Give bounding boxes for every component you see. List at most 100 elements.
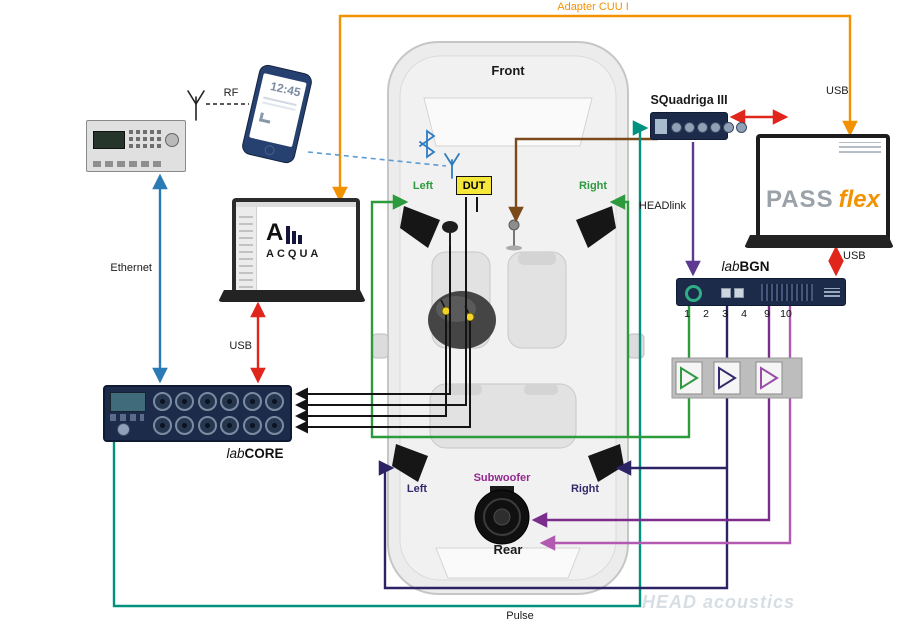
labbgn-device — [676, 278, 846, 306]
xlr-connector — [152, 415, 172, 435]
passenger-seat — [507, 251, 567, 349]
headrest — [518, 252, 556, 265]
rear-left-speaker-label: Left — [406, 483, 428, 495]
xlr-connector — [220, 392, 240, 412]
channel-2-label: 2 — [703, 308, 709, 320]
labbgn-label: labBGN — [703, 259, 788, 274]
tester-keys — [129, 130, 163, 134]
amp-sub-icon — [760, 366, 779, 390]
acqua-logo: A ACQUA — [266, 219, 322, 261]
acqua-laptop-screen: A ACQUA — [232, 198, 360, 296]
labbgn-ports — [721, 288, 744, 298]
measurement-mic-icon — [506, 219, 522, 251]
acqua-laptop-base — [218, 290, 366, 302]
artificial-mouth-icon — [442, 221, 458, 246]
rf-label: RF — [223, 87, 239, 99]
xlr-connector — [265, 392, 285, 412]
front-right-speaker-label: Right — [578, 180, 608, 192]
wire-rear-left-speaker — [378, 393, 729, 590]
adapter-cuu-label: Adapter CUU I — [557, 1, 629, 13]
rear-right-speaker-label: Right — [570, 483, 600, 495]
squadriga-knobs — [671, 122, 747, 133]
subwoofer-speaker — [474, 486, 530, 545]
channel-4-label: 4 — [741, 308, 747, 320]
usb-label-squadriga: USB — [826, 85, 849, 97]
cable-headmic1-labcore — [295, 315, 447, 423]
wire-subwoofer — [531, 393, 771, 528]
mic-left-icon — [441, 306, 451, 316]
ethernet-label: Ethernet — [110, 262, 152, 274]
mic-cables — [295, 197, 478, 434]
pass-menubar — [839, 142, 881, 153]
channel-1-label: 1 — [684, 308, 690, 320]
front-right-speaker — [576, 206, 616, 248]
xlr-connector — [197, 415, 217, 435]
wire-front-left-speaker — [370, 194, 691, 439]
labbgn-label-plate — [824, 288, 840, 297]
front-label: Front — [491, 63, 525, 78]
labbgn-label-name: BGN — [739, 259, 770, 274]
squadriga-device — [650, 112, 747, 140]
amp-front-icon — [680, 366, 699, 390]
dut-box: DUT — [456, 176, 492, 195]
xlr-connector — [175, 415, 195, 435]
wire-front-right-speaker — [609, 194, 630, 437]
channel-3-label: 3 — [722, 308, 728, 320]
rear-label: Rear — [493, 542, 523, 557]
labbgn-logo-icon — [685, 285, 702, 302]
acqua-logo-bars — [286, 226, 304, 244]
acqua-logo-a: A — [266, 219, 284, 246]
labcore-knob — [117, 423, 130, 436]
acqua-laptop: A ACQUA — [218, 196, 366, 302]
amp-rear-icon — [718, 366, 737, 390]
acqua-toolbar — [236, 202, 356, 207]
squadriga-display — [655, 119, 667, 134]
labcore-buttons — [110, 414, 144, 421]
rear-window — [435, 547, 581, 579]
rear-left-speaker — [392, 444, 428, 482]
cable-mouth-labcore — [295, 246, 451, 401]
tester-keys — [129, 137, 163, 141]
xlr-connector — [242, 392, 262, 412]
pass-laptop-base — [744, 235, 894, 248]
headlink-label: HEADlink — [638, 200, 686, 212]
labcore-label-prefix: lab — [226, 446, 245, 461]
labbgn-label-prefix: lab — [721, 259, 740, 274]
cable-headmic2-labcore — [295, 321, 471, 434]
radio-communication-tester — [86, 120, 186, 172]
usb-label-labbgn: USB — [843, 250, 866, 262]
xlr-connector — [175, 392, 195, 412]
phone-home-button — [263, 144, 276, 157]
wire-squadriga-mic — [508, 137, 658, 223]
labcore-label-name: CORE — [244, 446, 284, 461]
xlr-connector — [220, 415, 240, 435]
labcore-display — [110, 392, 146, 412]
wire-adapter-cuu-i — [332, 14, 858, 203]
mic-right-icon — [465, 312, 475, 322]
phone-screen: 12:45 — [249, 72, 307, 148]
rf-antenna-icon — [187, 90, 205, 121]
usb-label-acqua: USB — [229, 340, 252, 352]
tester-buttons — [93, 161, 165, 167]
rear-right-speaker — [588, 444, 624, 482]
wire-pulse — [112, 120, 649, 608]
acqua-wordmark: ACQUA — [266, 248, 322, 260]
amplifier-bank — [671, 357, 803, 399]
xlr-connector — [152, 392, 172, 412]
labbgn-vent — [761, 284, 813, 301]
subwoofer-label: Subwoofer — [473, 472, 531, 484]
tester-knob — [165, 133, 179, 147]
front-left-speaker — [400, 206, 440, 248]
watermark-logo: HEAD acoustics — [642, 592, 796, 612]
labcore-label: labCORE — [200, 446, 310, 461]
head-logo-icon — [258, 112, 272, 124]
cable-dut-labcore — [295, 197, 467, 412]
squadriga-label: SQuadriga III — [650, 93, 728, 107]
pass-wordmark: PASS — [766, 186, 834, 213]
right-mirror — [627, 333, 645, 359]
left-mirror — [371, 333, 389, 359]
